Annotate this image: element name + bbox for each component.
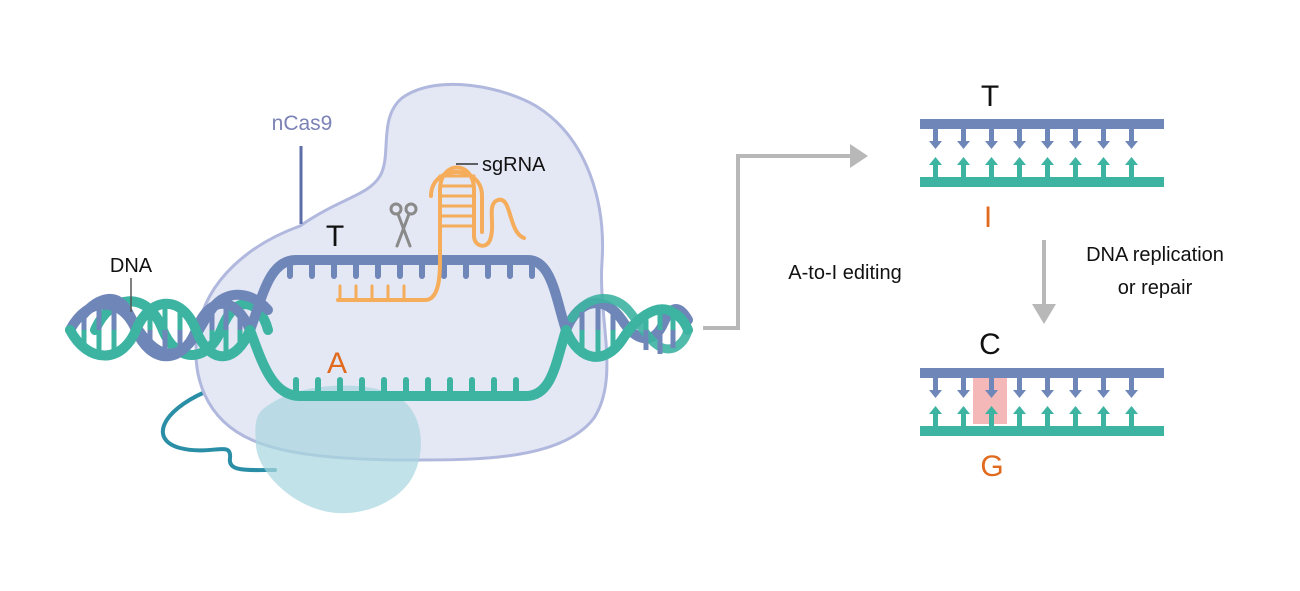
editor-top-base: T [326,220,344,253]
edited-duplex: T I [920,80,1164,234]
deaminase-domain [255,385,421,514]
sgrna-label: sgRNA [482,154,546,176]
repair-label-line2: or repair [1118,277,1193,299]
edit-arrow [703,154,852,330]
repaired-duplex: C G [920,328,1164,483]
ncas9-label: nCas9 [272,112,333,135]
edit-step-label: A-to-I editing [788,262,901,284]
repair-label-line1: DNA replication [1086,244,1224,266]
scissors-icon [389,202,418,248]
mid-top-base: T [981,80,999,113]
linker-tether [160,390,277,473]
dna-label: DNA [110,255,153,277]
editor-bottom-base: A [327,347,347,380]
edit-arrowhead [850,144,868,168]
dna-helix-right [561,294,693,362]
dna-helix-left [65,289,273,362]
dna-bubble [245,255,571,401]
repair-arrowhead [1032,304,1056,324]
mid-bottom-base: I [984,201,992,234]
final-top-base: C [979,328,1001,361]
sgrna-molecule [336,165,526,302]
final-bottom-base: G [980,450,1003,483]
